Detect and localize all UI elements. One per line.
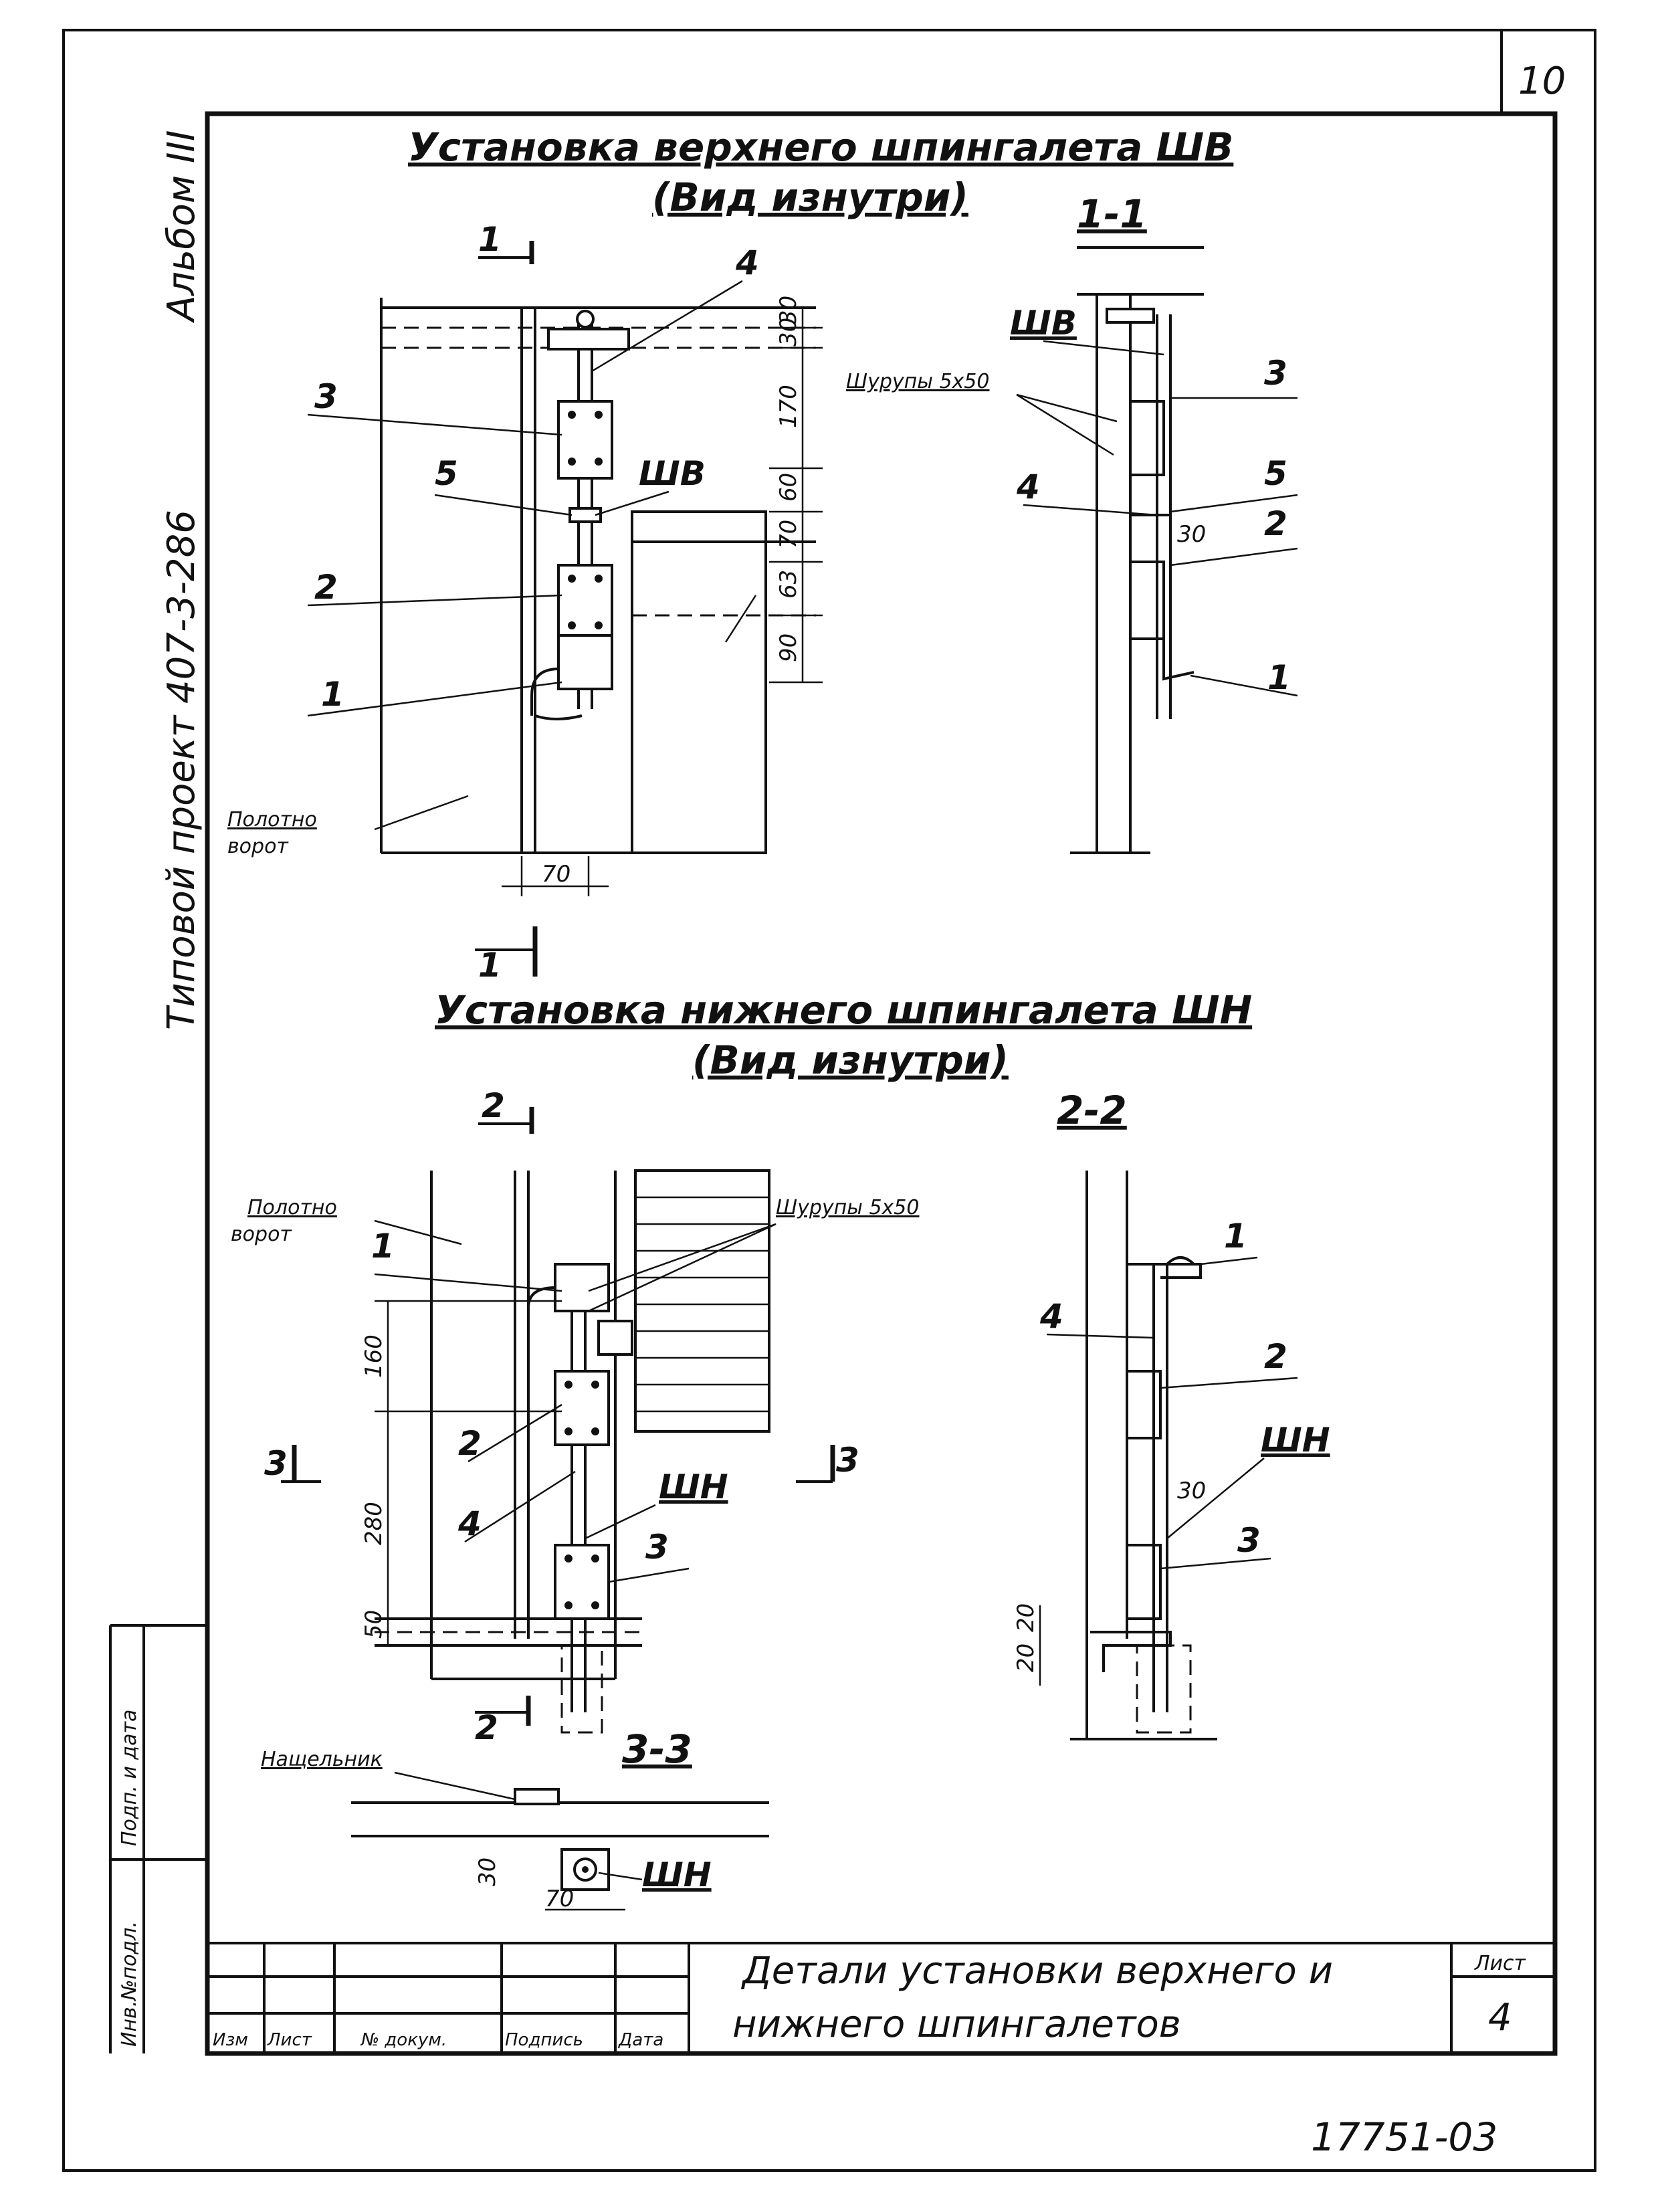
section-1-1-screws: Шурупы 5х50: [846, 370, 989, 393]
section-3-3-strike-plate: Нащельник: [261, 1748, 383, 1771]
top-elevation: 30 30 170 60 70 63 90 70 1 1 4 3 5 ШВ 2 …: [227, 220, 823, 985]
section-marker-2-bottom: 2: [475, 1708, 498, 1747]
section-marker-1-bottom: 1: [478, 946, 502, 985]
tb-description-2: нижнего шпингалетов: [732, 2003, 1181, 2046]
section-3-3-tag: ШН: [642, 1855, 712, 1894]
dim-top-90: 90: [775, 633, 802, 662]
tb-sheet-label: Лист: [1474, 1952, 1527, 1975]
callout-top-3: 3: [314, 377, 338, 416]
bottom-callout-4: 4: [457, 1504, 482, 1543]
bottom-drawing-subtitle: (Вид изнутри): [692, 1037, 1009, 1083]
section-1-1-callout-5: 5: [1264, 454, 1287, 493]
top-drawing-title: Установка верхнего шпингалета ШВ: [408, 124, 1233, 170]
section-3-3: Нащельник ШН 30 70: [261, 1748, 769, 1912]
section-3-3-title: 3-3: [622, 1726, 692, 1772]
tb-description-1: Детали установки верхнего и: [740, 1949, 1333, 1993]
section-2-2-tag: ШН: [1261, 1421, 1330, 1460]
dim-top-63: 63: [775, 570, 802, 599]
section-3-3-dim-30: 30: [474, 1857, 501, 1886]
section-1-1-tag: ШВ: [1010, 304, 1077, 342]
bottom-elevation: 2: [231, 1086, 919, 1747]
album-label: Альбом III: [160, 130, 203, 324]
dim-top-70-bottom: 70: [542, 861, 571, 888]
section-1-1-title: 1-1: [1077, 191, 1147, 237]
section-2-2-callout-1: 1: [1224, 1217, 1247, 1255]
bottom-drawing-title: Установка нижнего шпингалета ШН: [435, 987, 1252, 1033]
tb-col-date: Дата: [618, 2030, 663, 2050]
top-drawing-subtitle: (Вид изнутри): [652, 175, 968, 220]
section-2-2-dim-20b: 20: [1013, 1643, 1039, 1672]
section-1-1-callout-4: 4: [1016, 468, 1040, 506]
tag-top-shv: ШВ: [639, 454, 706, 493]
callout-top-2: 2: [314, 568, 338, 607]
dim-bottom-280: 280: [360, 1502, 387, 1545]
sheet-number: 10: [1518, 60, 1566, 103]
door-label-top-1: Полотно: [227, 808, 317, 831]
callout-top-5: 5: [435, 454, 458, 493]
side-label-sign: Подп. и дата: [118, 1710, 141, 1846]
dim-top-30a: 30: [775, 296, 802, 324]
title-block: Изм Лист № докум. Подпись Дата Детали ус…: [207, 1942, 1555, 2053]
bottom-callout-3: 3: [645, 1528, 669, 1567]
section-marker-3-right: 3: [836, 1441, 859, 1480]
inner-frame: [205, 111, 1558, 2056]
bottom-callout-1: 1: [371, 1227, 395, 1266]
section-2-2: 1 4 2 ШН 30 3 20 20: [1013, 1171, 1330, 1740]
section-2-2-callout-3: 3: [1237, 1521, 1261, 1560]
door-label-top-2: ворот: [227, 835, 289, 858]
project-label: Типовой проект 407-3-286: [160, 510, 203, 1030]
dim-bottom-50: 50: [360, 1610, 387, 1639]
bottom-callout-2: 2: [458, 1424, 482, 1463]
door-label-bottom-1: Полотно: [247, 1196, 337, 1219]
bottom-screws: Шурупы 5х50: [776, 1196, 919, 1219]
callout-top-4: 4: [735, 243, 759, 282]
section-1-1-callout-2: 2: [1264, 504, 1287, 543]
dim-top-60: 60: [775, 473, 802, 502]
door-label-bottom-2: ворот: [231, 1223, 292, 1246]
bottom-tag-shn: ШН: [659, 1468, 728, 1506]
section-1-1-dim-30: 30: [1177, 521, 1206, 548]
section-2-2-title: 2-2: [1057, 1088, 1127, 1133]
section-marker-1-top: 1: [478, 220, 502, 259]
section-2-2-callout-4: 4: [1039, 1297, 1063, 1336]
dim-top-70: 70: [775, 520, 802, 548]
section-2-2-callout-2: 2: [1264, 1337, 1287, 1376]
section-marker-3-left: 3: [264, 1444, 288, 1483]
dim-bottom-160: 160: [360, 1334, 387, 1378]
callout-top-1: 1: [321, 675, 344, 714]
stamp-number: 17751-03: [1311, 2114, 1497, 2160]
tb-col-sign: Подпись: [505, 2030, 583, 2050]
side-label-inv: Инв.№подл.: [118, 1921, 141, 2047]
dim-top-170: 170: [775, 385, 802, 428]
tb-col-doc: № докум.: [360, 2030, 447, 2050]
tb-col-list: Лист: [267, 2030, 312, 2050]
section-marker-2-top: 2: [482, 1086, 505, 1125]
outer-frame: [62, 29, 1596, 2172]
section-2-2-dim-20a: 20: [1013, 1603, 1039, 1632]
dim-top-30b: 30: [775, 318, 802, 346]
section-1-1-callout-3: 3: [1264, 354, 1287, 393]
tb-sheet-value: 4: [1488, 1996, 1512, 2039]
section-3-3-dim-70: 70: [545, 1886, 574, 1912]
section-2-2-dim-30: 30: [1177, 1478, 1206, 1504]
tb-col-izm: Изм: [213, 2030, 248, 2050]
section-1-1: ШВ Шурупы 5х50 3 4 5 2 30 1: [846, 246, 1298, 854]
